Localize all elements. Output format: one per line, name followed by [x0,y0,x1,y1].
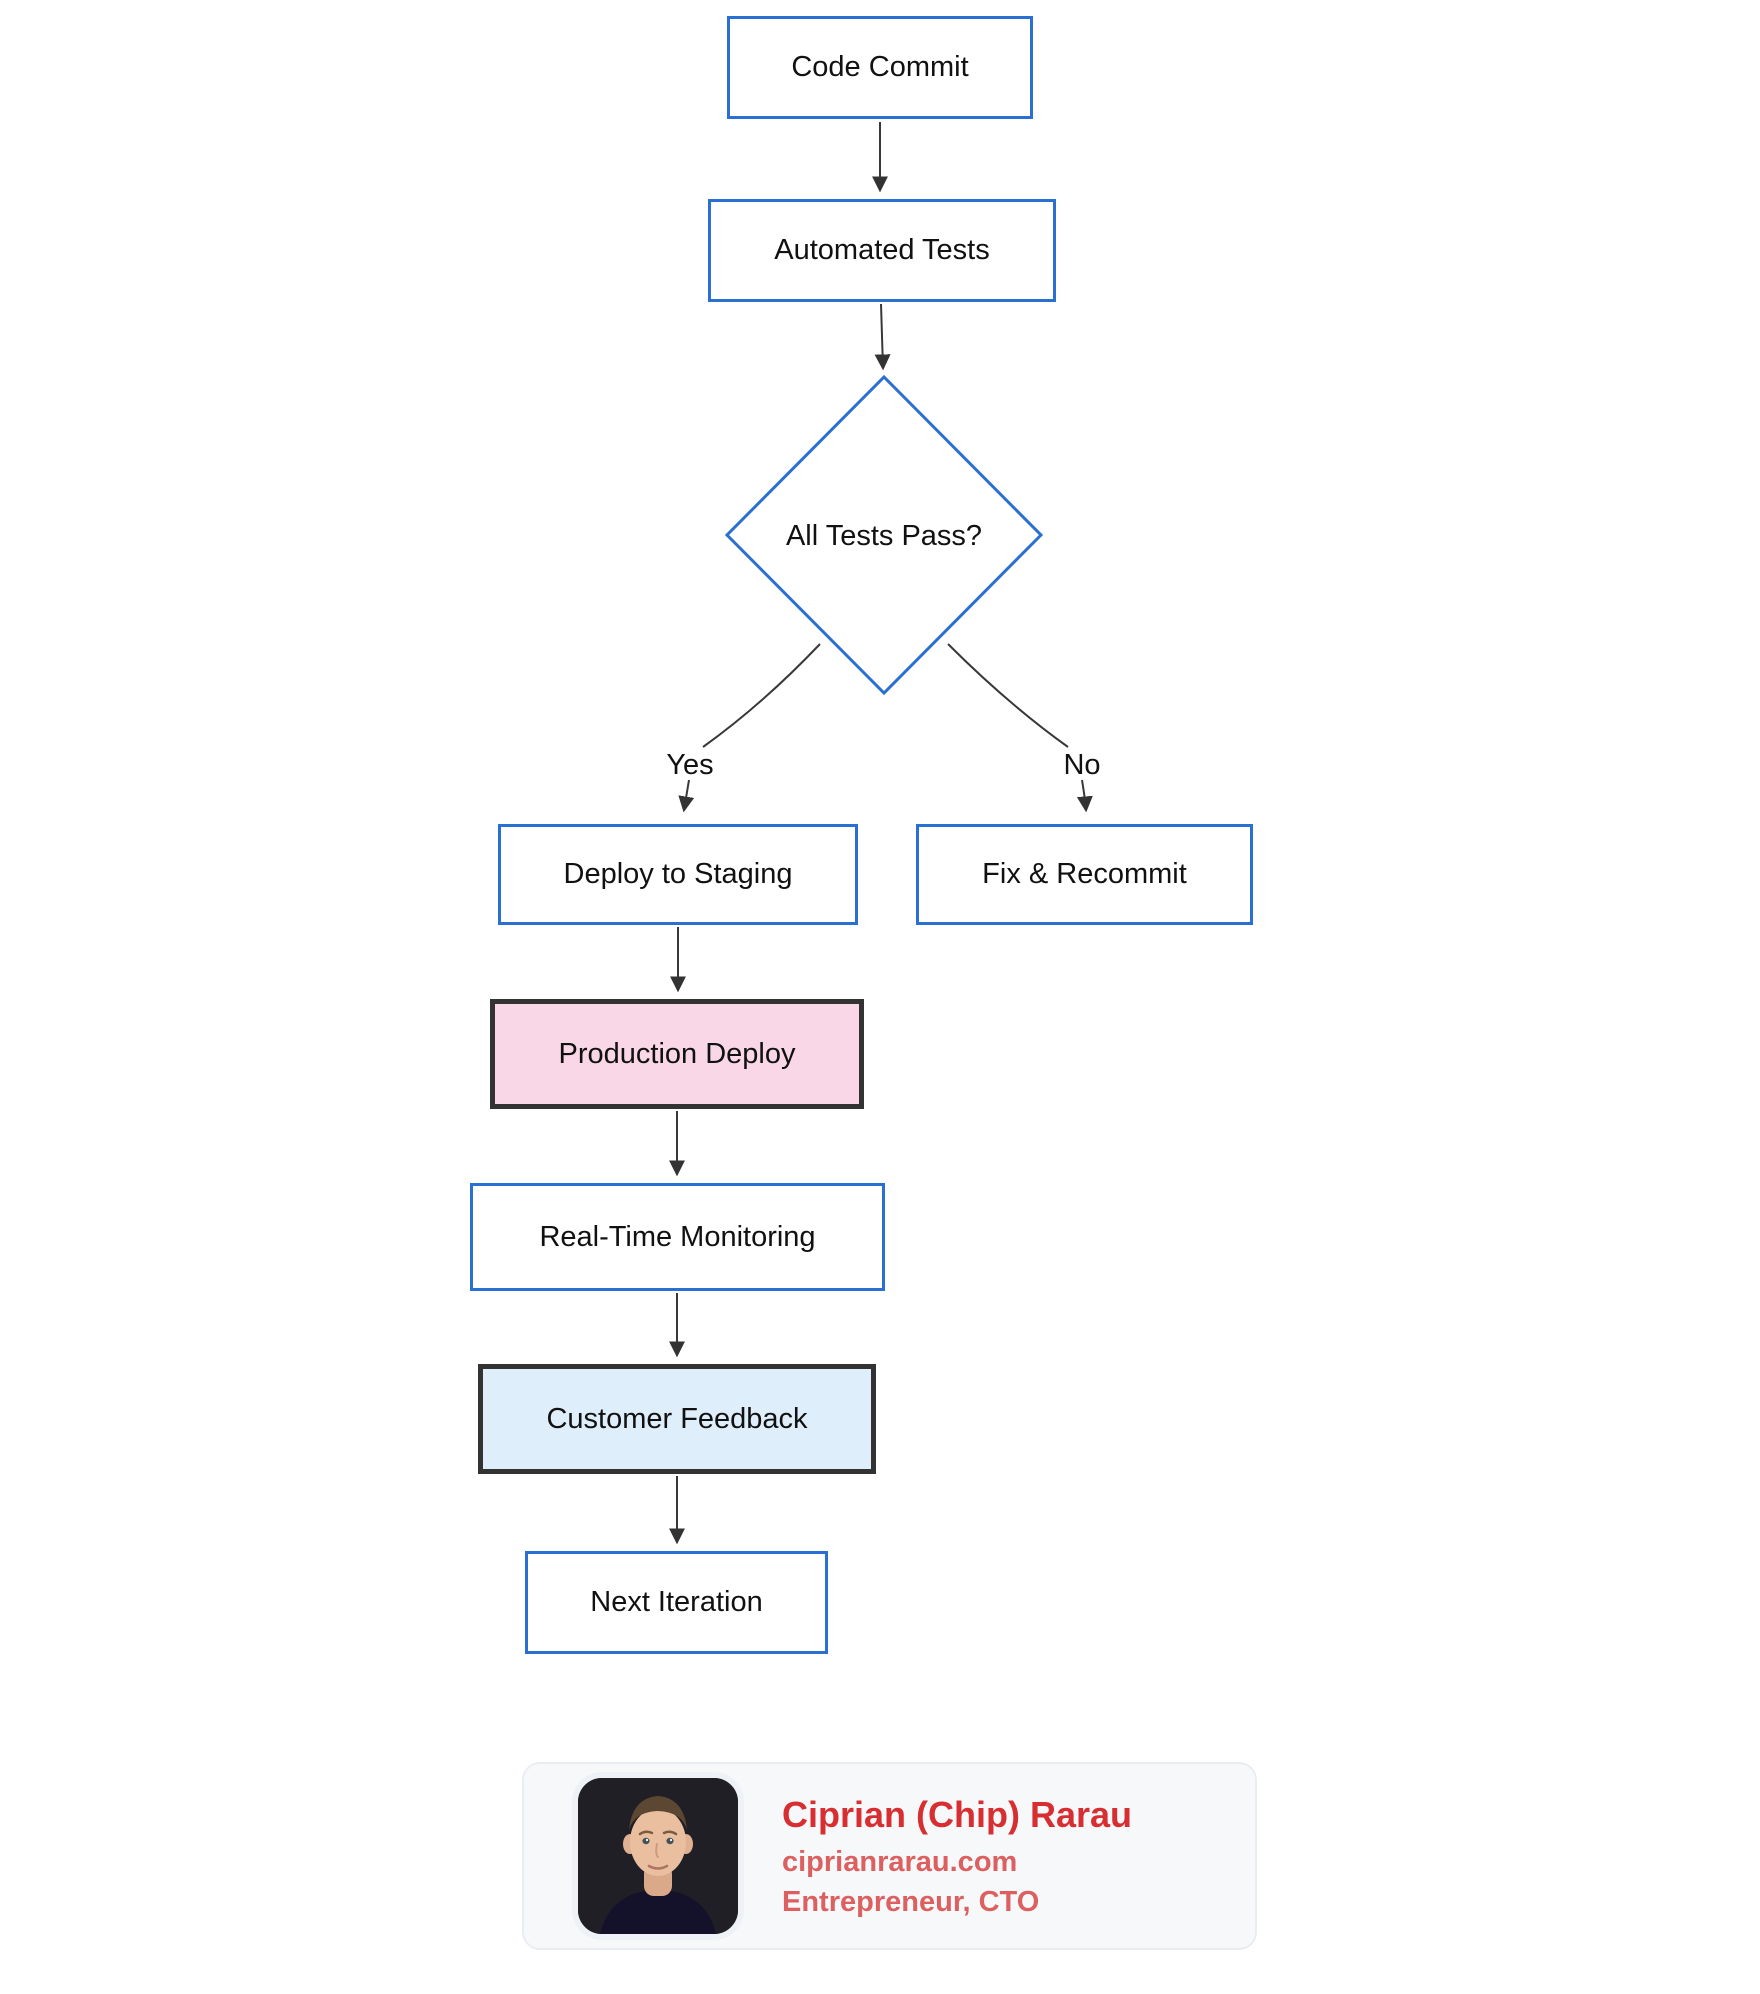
edge-yes-label-to-staging [678,779,695,813]
node-label: All Tests Pass? [785,519,983,552]
node-label: Production Deploy [558,1037,796,1070]
node-label: Automated Tests [774,234,990,267]
flowchart-node-deploy-to-staging: Deploy to Staging [498,824,858,925]
node-label: Deploy to Staging [563,858,793,891]
edge-decision-to-no-label [947,643,1069,748]
flowchart-node-next-iteration: Next Iteration [525,1551,828,1654]
node-label: Fix & Recommit [982,858,1187,891]
author-name: Ciprian (Chip) Rarau [782,1793,1133,1835]
edge-label-yes: Yes [666,749,714,781]
flowchart-node-production-deploy: Production Deploy [490,999,864,1109]
flowchart-node-real-time-monitoring: Real-Time Monitoring [470,1183,885,1291]
edge-tests-to-decision [874,303,891,371]
flowchart-node-code-commit: Code Commit [727,16,1033,119]
edge-no-label-to-fix [1076,779,1093,813]
person-portrait-icon [578,1778,738,1934]
node-label: Real-Time Monitoring [539,1220,816,1253]
node-label: Next Iteration [590,1586,763,1619]
node-label: Code Commit [791,51,969,84]
flowchart-node-automated-tests: Automated Tests [708,199,1056,302]
flowchart-node-customer-feedback: Customer Feedback [478,1364,876,1474]
edge-decision-to-yes-label [702,643,821,748]
flowchart-node-fix-and-recommit: Fix & Recommit [916,824,1253,925]
flowchart-node-all-tests-pass: All Tests Pass? [744,516,1024,556]
decision-diamond-shape [724,374,1044,696]
author-website-link[interactable]: ciprianrarau.com [782,1845,1018,1878]
author-title: Entrepreneur, CTO [782,1885,1040,1918]
author-photo [572,1772,744,1940]
author-card: Ciprian (Chip) Rarau ciprianrarau.com En… [522,1762,1257,1950]
edge-label-no: No [1063,749,1101,781]
node-label: Customer Feedback [546,1402,808,1435]
author-text-block: Ciprian (Chip) Rarau ciprianrarau.com En… [782,1794,1132,1919]
